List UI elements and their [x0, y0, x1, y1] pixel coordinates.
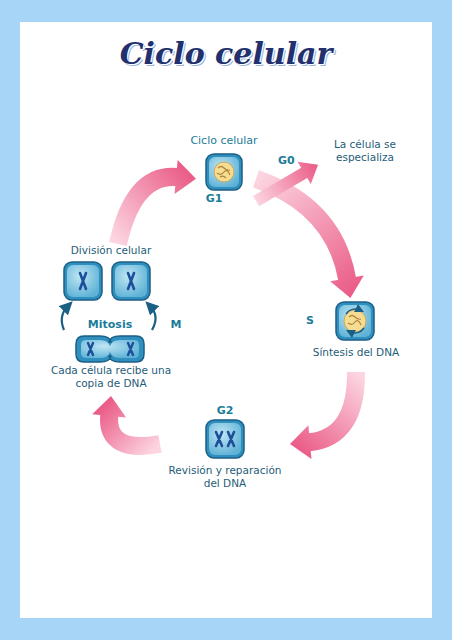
cycle-heading: Ciclo celular — [184, 134, 264, 147]
s-phase: S Síntesis del DNA — [300, 298, 412, 372]
phase-label: Mitosis — [78, 318, 142, 332]
cycle-arrow — [118, 160, 196, 244]
arrow-head — [92, 396, 126, 417]
phase-label: M — [166, 318, 186, 332]
page-title: Ciclo celular — [20, 36, 432, 71]
arrow-shaft — [256, 172, 305, 201]
g1-phase: G1 — [196, 150, 256, 214]
edge-label: G0 — [276, 154, 297, 167]
phase-label: S — [300, 314, 320, 328]
g2-cell — [206, 420, 244, 458]
arrow-head — [290, 425, 311, 459]
stage-text: División celular — [48, 244, 174, 257]
dividing-cell — [76, 336, 144, 362]
stage-text: Síntesis del DNA — [300, 346, 412, 359]
arrow-head — [298, 162, 318, 184]
cycle-arrow — [290, 372, 356, 459]
arrow-head — [175, 160, 196, 194]
cycle-arrow — [256, 162, 318, 202]
arrow-shaft — [309, 372, 356, 442]
g2-phase: G2Revisión y reparación del DNA — [160, 404, 290, 504]
phase-label: G2 — [160, 404, 290, 418]
stage-text: Revisión y reparación del DNA — [160, 464, 290, 490]
m-phase: División celularMitosis M Cada célula reci… — [48, 244, 188, 396]
arrow-head — [330, 275, 364, 298]
daughter-cells — [64, 262, 150, 300]
stage-text: Cada célula recibe una copia de DNA — [48, 364, 174, 390]
stage-text: La célula se especializa — [318, 138, 412, 164]
arrow-shaft — [109, 415, 160, 446]
arrow-shaft — [118, 177, 177, 244]
s-cell — [336, 302, 374, 340]
cycle-arrow — [92, 396, 160, 446]
phase-label: G1 — [196, 192, 232, 206]
g1-cell — [206, 154, 242, 190]
g0-outcome: La célula se especializa — [318, 136, 412, 172]
